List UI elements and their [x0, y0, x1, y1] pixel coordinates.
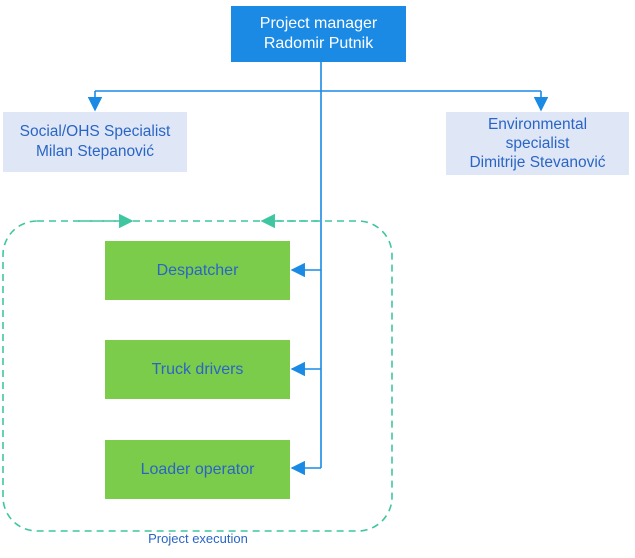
project-manager-title: Project manager [259, 15, 378, 32]
project-manager-box: Project manager Radomir Putnik [231, 6, 406, 62]
environmental-specialist-box: Environmental specialist Dimitrije Steva… [446, 112, 629, 175]
project-execution-group-border [2, 220, 393, 532]
project-manager-name: Radomir Putnik [263, 35, 374, 52]
environmental-specialist-title-line1: Environmental [487, 116, 588, 133]
truck-drivers-label: Truck drivers [151, 360, 244, 378]
social-ohs-specialist-title: Social/OHS Specialist [19, 123, 171, 140]
environmental-specialist-title-line2: specialist [505, 135, 570, 152]
social-ohs-specialist-name: Milan Stepanović [35, 143, 155, 160]
social-ohs-specialist-box: Social/OHS Specialist Milan Stepanović [3, 112, 187, 172]
environmental-specialist-name: Dimitrije Stevanović [469, 154, 606, 171]
loader-operator-box: Loader operator [105, 440, 290, 499]
despatcher-label: Despatcher [156, 261, 239, 279]
project-execution-label: Project execution [148, 531, 248, 546]
despatcher-box: Despatcher [105, 241, 290, 300]
truck-drivers-box: Truck drivers [105, 340, 290, 399]
loader-operator-label: Loader operator [140, 460, 255, 478]
